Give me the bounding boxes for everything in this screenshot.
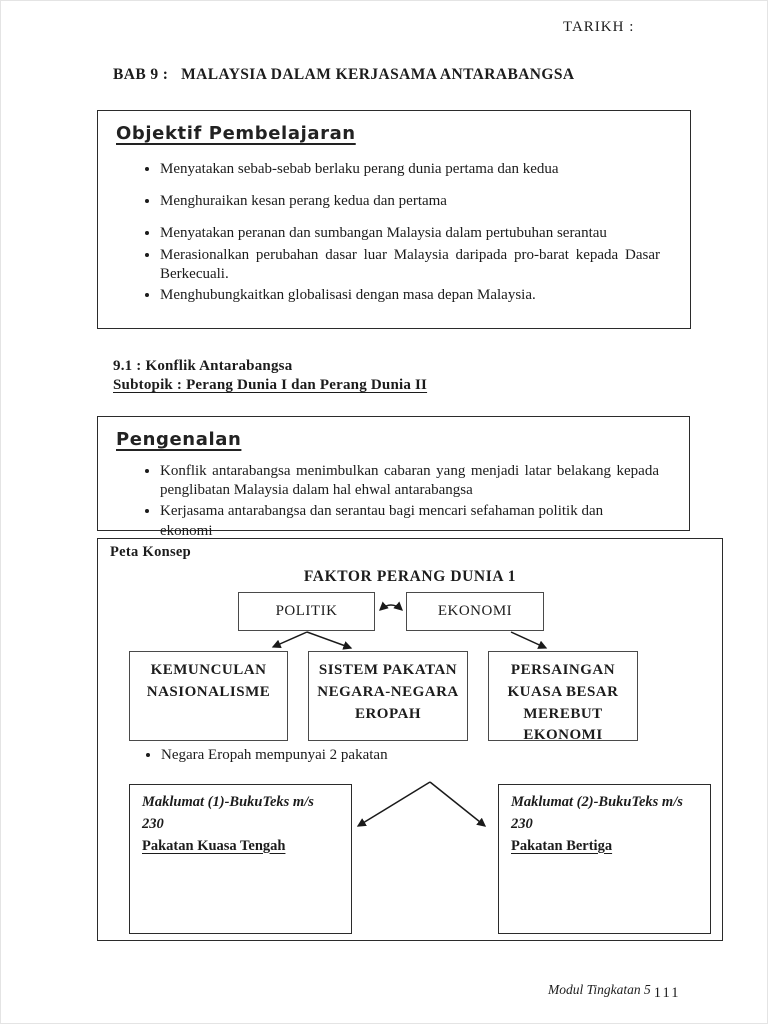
maklumat-2-page: 230 — [511, 815, 533, 832]
objective-item: Menghubungkaitkan globalisasi dengan mas… — [160, 286, 660, 305]
introduction-box: Pengenalan Konflik antarabangsa menimbul… — [97, 416, 690, 539]
objectives-heading: Objektif Pembelajaran — [116, 123, 356, 144]
arrow-to-maklumat-2 — [429, 781, 487, 827]
arrow-ekonomi-persaingan — [510, 631, 548, 649]
introduction-heading: Pengenalan — [116, 429, 242, 450]
objective-item: Menghuraikan kesan perang kedua dan pert… — [160, 192, 660, 211]
maklumat-2-box: Maklumat (2)-BukuTeks m/s 230 Pakatan Be… — [498, 784, 711, 934]
node-sistem-pakatan: SISTEM PAKATAN NEGARA-NEGARA EROPAH — [308, 651, 468, 741]
arrow-politik-left — [271, 631, 308, 649]
concept-map-note-list: Negara Eropah mempunyai 2 pakatan — [138, 747, 388, 764]
concept-map-box: Peta Konsep FAKTOR PERANG DUNIA 1 POLITI… — [97, 538, 723, 941]
node-persaingan-kuasa: PERSAINGAN KUASA BESAR MEREBUT EKONOMI — [488, 651, 638, 743]
concept-map-title: FAKTOR PERANG DUNIA 1 — [303, 568, 517, 585]
concept-map-label: Peta Konsep — [110, 544, 192, 560]
node-politik: POLITIK — [238, 592, 375, 631]
maklumat-1-box: Maklumat (1)-BukuTeks m/s 230 Pakatan Ku… — [129, 784, 352, 934]
node-ekonomi: EKONOMI — [406, 592, 544, 631]
objectives-list: Menyatakan sebab-sebab berlaku perang du… — [98, 160, 690, 305]
date-label: TARIKH : — [563, 19, 635, 35]
objective-item: Menyatakan sebab-sebab berlaku perang du… — [160, 160, 660, 179]
maklumat-1-source: Maklumat (1)-BukuTeks m/s — [142, 794, 314, 810]
arrow-politik-right — [306, 631, 353, 650]
topic-heading: 9.1 : Konflik Antarabangsa — [113, 358, 293, 374]
page-number: 111 — [653, 985, 681, 1001]
arrow-to-maklumat-1 — [356, 781, 431, 827]
objective-item: Merasionalkan perubahan dasar luar Malay… — [160, 246, 660, 284]
node-kemunculan-nasionalisme: KEMUNCULAN NASIONALISME — [129, 651, 288, 741]
chapter-title: BAB 9 : MALAYSIA DALAM KERJASAMA ANTARAB… — [113, 66, 575, 83]
page-footer: Modul Tingkatan 5 111 — [548, 982, 680, 1002]
introduction-item: Kerjasama antarabangsa dan serantau bagi… — [160, 502, 659, 540]
maklumat-2-title: Pakatan Bertiga — [511, 837, 613, 854]
maklumat-1-title: Pakatan Kuasa Tengah — [142, 837, 286, 854]
introduction-item: Konflik antarabangsa menimbulkan cabaran… — [160, 462, 659, 500]
concept-map-note: Negara Eropah mempunyai 2 pakatan — [161, 747, 388, 764]
objective-item: Menyatakan peranan dan sumbangan Malaysi… — [160, 224, 660, 243]
maklumat-1-page: 230 — [142, 815, 164, 832]
subtopic-heading: Subtopik : Perang Dunia I dan Perang Dun… — [113, 377, 428, 393]
maklumat-2-source: Maklumat (2)-BukuTeks m/s — [511, 794, 683, 810]
learning-objectives-box: Objektif Pembelajaran Menyatakan sebab-s… — [97, 110, 691, 329]
introduction-list: Konflik antarabangsa menimbulkan cabaran… — [98, 462, 689, 541]
module-label: Modul Tingkatan 5 — [548, 982, 651, 997]
arrow-politik-ekonomi — [379, 601, 403, 611]
